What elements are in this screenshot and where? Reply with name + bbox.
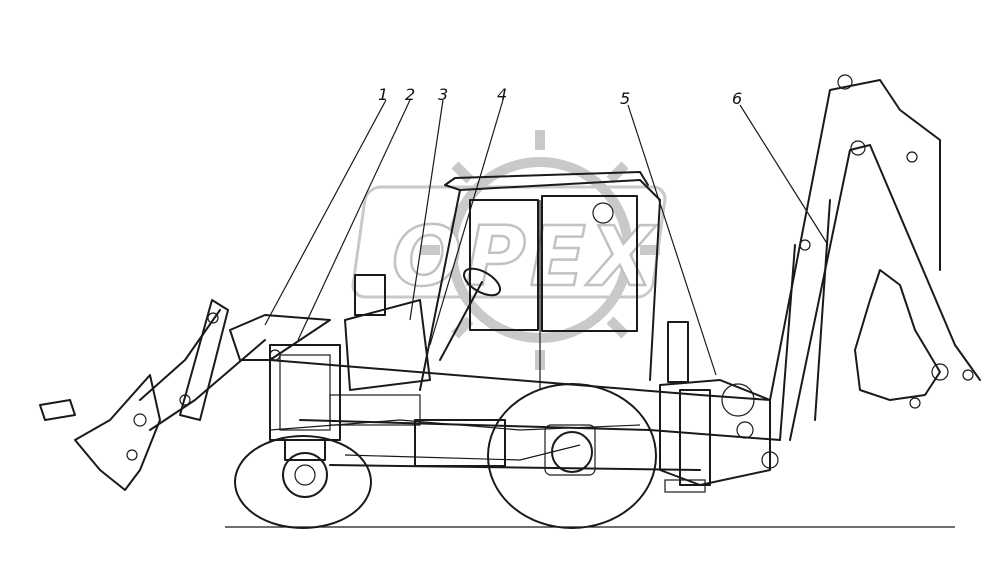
callout-4: 4 bbox=[497, 85, 507, 104]
callout-6: 6 bbox=[732, 89, 742, 108]
rear-swing-frame bbox=[659, 321, 779, 493]
front-loader-arm bbox=[139, 299, 331, 431]
engine bbox=[269, 274, 431, 441]
callout-5: 5 bbox=[620, 89, 630, 108]
callout-3: 3 bbox=[438, 85, 448, 104]
backhoe-boom bbox=[769, 74, 981, 441]
watermark-text: OPEX bbox=[392, 210, 657, 305]
front-axle-gearbox bbox=[282, 439, 328, 498]
callout-labels: 1 2 3 4 5 6 bbox=[378, 85, 742, 108]
front-loader-bucket bbox=[39, 374, 161, 491]
chassis-frame bbox=[269, 359, 781, 471]
steering-wheel bbox=[439, 267, 502, 361]
backhoe-bucket bbox=[854, 269, 941, 409]
callout-leaders bbox=[264, 99, 829, 376]
rear-wheel bbox=[487, 383, 657, 529]
callout-1: 1 bbox=[378, 85, 388, 104]
rear-axle-differential bbox=[544, 424, 596, 476]
callout-2: 2 bbox=[405, 85, 415, 104]
front-wheel bbox=[234, 435, 372, 529]
operator-cab bbox=[419, 171, 661, 391]
watermark-logo: OPEX bbox=[351, 130, 667, 370]
